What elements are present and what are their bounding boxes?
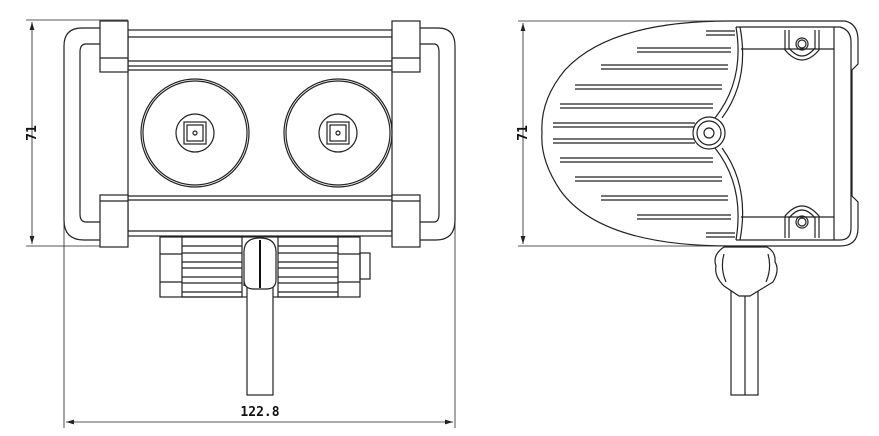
- mount-stem: [246, 285, 274, 396]
- led-lens-left: [140, 78, 250, 188]
- center-bolt: [692, 116, 726, 150]
- side-mount-knob: [714, 246, 778, 297]
- end-cap: [99, 194, 129, 248]
- heat-sink-fins: [553, 30, 735, 238]
- led-lens-right: [283, 78, 393, 188]
- front-view: 71 122.8: [25, 19, 456, 428]
- mounting-hole-top: [784, 30, 820, 61]
- side-view: 71: [516, 20, 859, 396]
- mount-bracket: [159, 236, 371, 396]
- side-height-dimension-label: 71: [516, 125, 531, 141]
- end-cap: [391, 194, 421, 248]
- end-cap: [391, 20, 421, 73]
- height-dimension-label: 71: [25, 125, 40, 141]
- side-housing: [541, 20, 859, 247]
- end-cap: [99, 20, 129, 73]
- mounting-hole-bottom: [784, 205, 820, 238]
- width-dimension-label: 122.8: [240, 405, 279, 420]
